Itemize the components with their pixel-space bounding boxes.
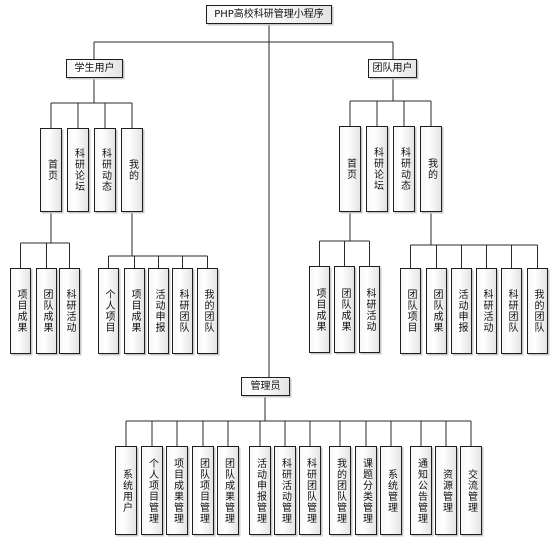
team-home-child-0-label: 项目成果: [314, 287, 325, 332]
student-user-node: 学生用户: [66, 59, 123, 78]
admin-child-5: 活动申报管理: [249, 446, 271, 535]
team-mine-child-3: 科研活动: [476, 268, 497, 354]
admin-child-9: 课题分类管理: [355, 446, 377, 535]
admin-child-11: 通知公告管理: [410, 446, 432, 535]
student-user-node-label: 学生用户: [74, 63, 115, 74]
admin-child-11-label: 通知公告管理: [415, 457, 427, 524]
admin-child-12-label: 资源管理: [440, 468, 452, 513]
team-mine-child-5: 我的团队: [527, 268, 548, 354]
student-mine-child-1-label: 项目成果: [129, 289, 140, 333]
student-level1-node-3-label: 我的: [126, 159, 138, 181]
student-level1-node-1-label: 科研论坛: [72, 148, 84, 192]
admin-child-8-label: 我的团队管理: [334, 457, 346, 524]
team-user-node-label: 团队用户: [372, 63, 413, 74]
student-mine-child-3: 科研团队: [172, 268, 193, 354]
admin-child-2: 项目成果管理: [166, 446, 188, 535]
team-level1-node-1-label: 科研论坛: [371, 147, 383, 191]
student-level1-node-0-label: 首页: [45, 159, 57, 181]
team-mine-child-3-label: 科研活动: [481, 289, 492, 333]
student-level1-node-3: 我的: [121, 128, 143, 212]
team-mine-child-5-label: 我的团队: [532, 289, 543, 333]
student-mine-child-2: 活动申报: [148, 268, 169, 354]
admin-child-3: 团队项目管理: [192, 446, 214, 535]
team-home-child-2-label: 科研活动: [364, 287, 375, 332]
admin-node-label: 管理员: [250, 381, 281, 392]
admin-child-10-label: 系统管理: [385, 468, 397, 513]
admin-child-12: 资源管理: [435, 446, 457, 535]
team-mine-child-2-label: 活动申报: [456, 289, 467, 333]
team-mine-child-4-label: 科研团队: [506, 289, 517, 333]
team-level1-node-2-label: 科研动态: [398, 147, 410, 191]
admin-child-2-label: 项目成果管理: [171, 457, 183, 524]
team-home-child-1: 团队成果: [334, 266, 355, 353]
student-level1-node-0: 首页: [40, 128, 62, 212]
admin-child-6-label: 科研活动管理: [279, 457, 291, 524]
team-level1-node-2: 科研动态: [393, 126, 415, 212]
student-home-child-1-label: 团队成果: [41, 289, 52, 333]
student-home-child-0-label: 项目成果: [15, 289, 26, 333]
admin-child-13: 交流管理: [460, 446, 482, 535]
admin-child-8: 我的团队管理: [329, 446, 351, 535]
admin-child-7: 科研团队管理: [299, 446, 321, 535]
team-mine-child-1: 团队成果: [426, 268, 447, 354]
team-level1-node-3-label: 我的: [425, 158, 437, 180]
team-level1-node-0-label: 首页: [344, 158, 356, 180]
admin-child-6: 科研活动管理: [274, 446, 296, 535]
admin-node: 管理员: [241, 377, 290, 396]
admin-child-9-label: 课题分类管理: [360, 457, 372, 524]
root-node-label: PHP高校科研管理小程序: [214, 9, 324, 20]
team-home-child-1-label: 团队成果: [339, 287, 350, 332]
admin-child-7-label: 科研团队管理: [304, 457, 316, 524]
team-mine-child-2: 活动申报: [451, 268, 472, 354]
admin-child-0: 系统用户: [115, 446, 137, 535]
student-level1-node-1: 科研论坛: [67, 128, 89, 212]
team-mine-child-0: 团队项目: [400, 268, 421, 354]
student-mine-child-1: 项目成果: [124, 268, 145, 354]
student-mine-child-4: 我的团队: [197, 268, 218, 354]
team-home-child-2: 科研活动: [359, 266, 380, 353]
admin-child-4: 团队成果管理: [217, 446, 239, 535]
student-mine-child-0-label: 个人项目: [103, 289, 114, 333]
team-mine-child-1-label: 团队成果: [431, 289, 442, 333]
team-home-child-0: 项目成果: [309, 266, 330, 353]
student-mine-child-2-label: 活动申报: [153, 289, 164, 333]
admin-child-13-label: 交流管理: [465, 468, 477, 513]
student-home-child-1: 团队成果: [36, 268, 57, 354]
admin-child-1: 个人项目管理: [141, 446, 163, 535]
admin-child-5-label: 活动申报管理: [254, 457, 266, 524]
team-mine-child-0-label: 团队项目: [405, 289, 416, 333]
student-home-child-2-label: 科研活动: [64, 289, 75, 333]
student-mine-child-4-label: 我的团队: [202, 289, 213, 333]
admin-child-0-label: 系统用户: [120, 468, 132, 513]
student-home-child-2: 科研活动: [59, 268, 80, 354]
admin-child-3-label: 团队项目管理: [197, 457, 209, 524]
team-level1-node-3: 我的: [420, 126, 442, 212]
team-level1-node-0: 首页: [339, 126, 361, 212]
admin-child-10: 系统管理: [380, 446, 402, 535]
admin-child-1-label: 个人项目管理: [146, 457, 158, 524]
team-user-node: 团队用户: [368, 59, 417, 78]
student-level1-node-2-label: 科研动态: [99, 148, 111, 192]
student-home-child-0: 项目成果: [10, 268, 31, 354]
student-mine-child-3-label: 科研团队: [177, 289, 188, 333]
student-mine-child-0: 个人项目: [98, 268, 119, 354]
student-level1-node-2: 科研动态: [94, 128, 116, 212]
team-level1-node-1: 科研论坛: [366, 126, 388, 212]
team-mine-child-4: 科研团队: [501, 268, 522, 354]
root-node: PHP高校科研管理小程序: [206, 5, 332, 24]
admin-child-4-label: 团队成果管理: [222, 457, 234, 524]
